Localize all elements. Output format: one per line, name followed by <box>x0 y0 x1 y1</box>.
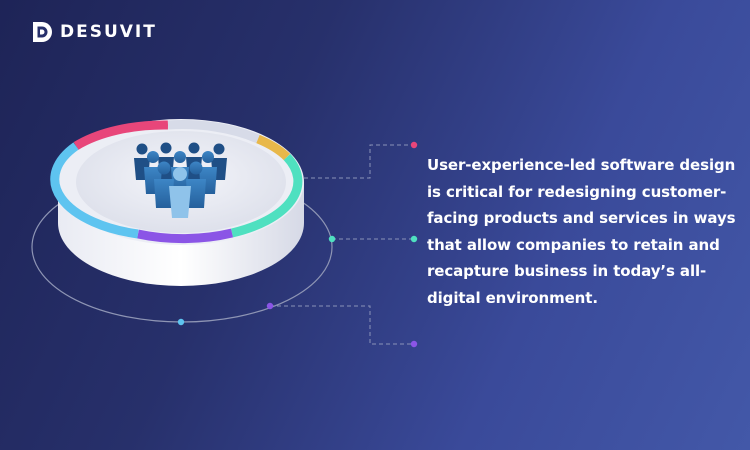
teal-dot-right <box>410 235 418 243</box>
pink-dot <box>410 141 418 149</box>
description-text: User-experience-led software design is c… <box>427 156 736 307</box>
logo-mark-icon <box>33 22 52 42</box>
purple-dot-right <box>410 340 418 348</box>
connector-lines <box>270 144 414 345</box>
teal-dot-ring <box>328 235 336 243</box>
blue-dot-ring <box>177 318 185 326</box>
brand-name: DESUVIT <box>60 22 157 42</box>
people-group-icon <box>134 142 227 218</box>
purple-dot-ring <box>266 302 274 310</box>
brand-logo: DESUVIT <box>30 20 157 44</box>
connector-dots <box>177 141 418 348</box>
